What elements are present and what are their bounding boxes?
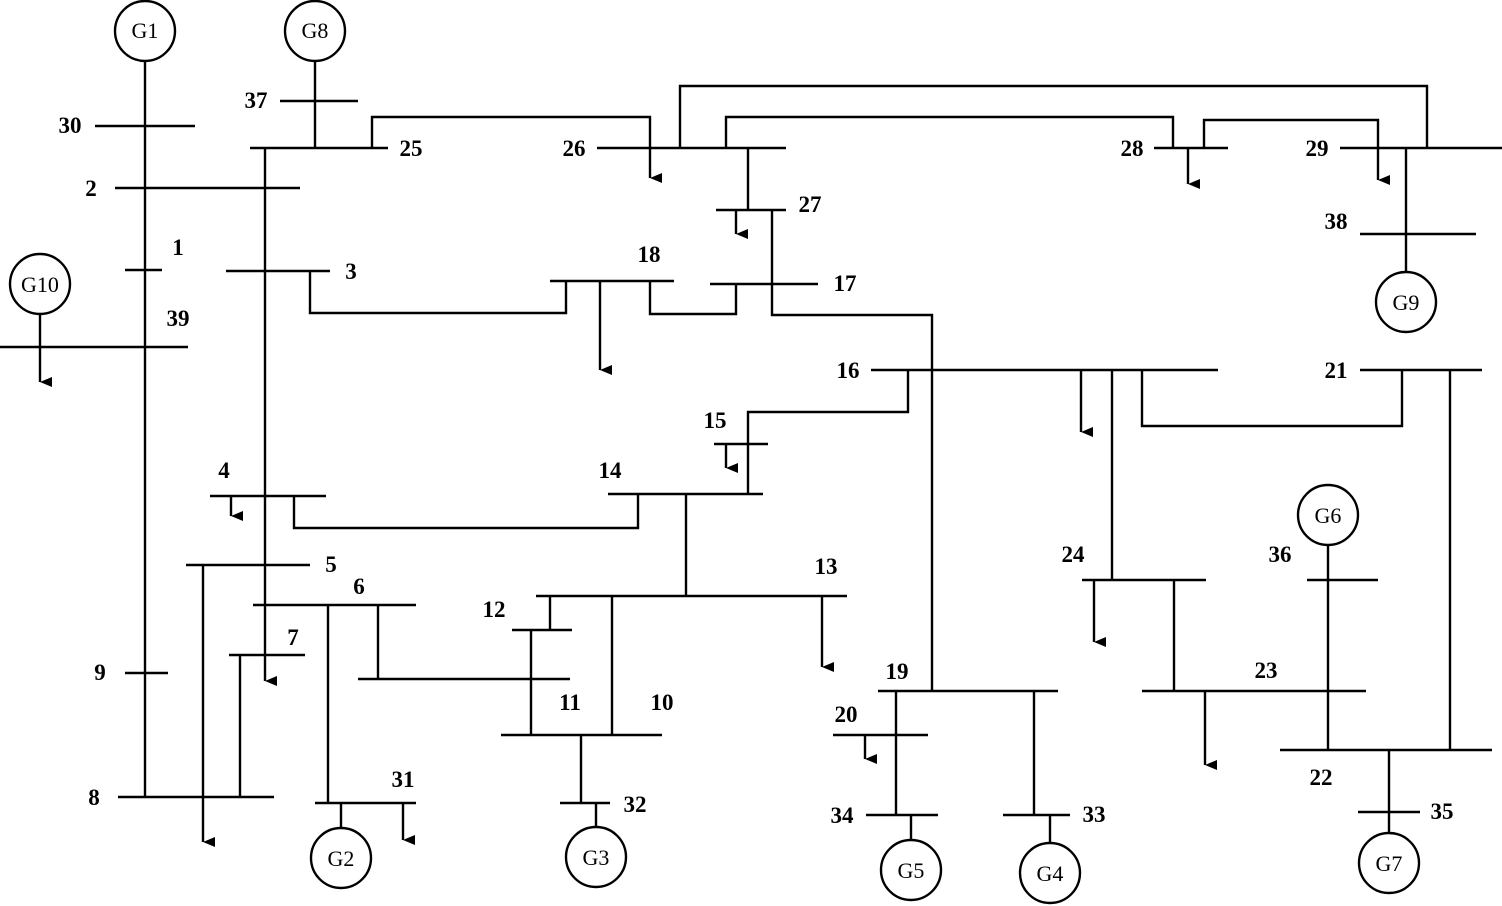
- branch-lines: [38, 61, 1452, 843]
- generator-g4-circle: [1018, 841, 1082, 905]
- bus-label-27: 27: [799, 192, 822, 217]
- bus-label-36: 36: [1269, 542, 1292, 567]
- generator-g7-circle: [1357, 831, 1421, 895]
- bus-label-8: 8: [88, 785, 100, 810]
- load-arrows: [38, 148, 1390, 847]
- bus-label-14: 14: [599, 458, 623, 483]
- generator-g1-label: G1: [132, 18, 159, 43]
- generator-g4-label: G4: [1037, 861, 1064, 886]
- bus-label-2: 2: [85, 176, 97, 201]
- bus-label-28: 28: [1121, 136, 1144, 161]
- bus-label-31: 31: [392, 767, 415, 792]
- bus-label-5: 5: [325, 552, 337, 577]
- generator-g5-label: G5: [898, 858, 925, 883]
- generator-g4: G4: [1018, 841, 1082, 905]
- bus-label-35: 35: [1431, 799, 1454, 824]
- generator-g5: G5: [879, 838, 943, 902]
- bus-label-23: 23: [1255, 658, 1278, 683]
- bus-label-16: 16: [837, 358, 860, 383]
- bus-label-6: 6: [353, 574, 365, 599]
- bus-label-32: 32: [624, 792, 647, 817]
- bus-label-17: 17: [834, 271, 857, 296]
- bus-label-12: 12: [483, 597, 506, 622]
- generator-g1: G1: [113, 0, 177, 63]
- generator-g5-circle: [879, 838, 943, 902]
- bus-label-15: 15: [704, 408, 727, 433]
- generator-g10-label: G10: [21, 272, 59, 297]
- bus-label-20: 20: [835, 702, 858, 727]
- generator-g10-circle: [8, 252, 72, 316]
- bus-label-21: 21: [1325, 358, 1348, 383]
- bus-labels: 1 2 3 4 5 6 7 8 9 10 11 12 13 14 15 16 1…: [59, 88, 1454, 828]
- line-26-to-28: [724, 115, 1175, 148]
- bus-label-37: 37: [245, 88, 268, 113]
- line-27-to-19: [770, 210, 934, 691]
- generator-g9: G9: [1374, 270, 1438, 334]
- generator-g6-label: G6: [1315, 503, 1342, 528]
- generator-g8: G8: [283, 0, 347, 63]
- line-25-to-26: [370, 115, 652, 148]
- generator-g9-circle: [1374, 270, 1438, 334]
- bus-label-30: 30: [59, 113, 82, 138]
- generator-g2-label: G2: [328, 846, 355, 871]
- bus-label-34: 34: [831, 803, 855, 828]
- line-26-to-29: [678, 84, 1429, 148]
- bus-label-3: 3: [345, 259, 357, 284]
- line-17-to-18: [648, 281, 738, 316]
- generator-g8-label: G8: [302, 18, 329, 43]
- generator-g7-label: G7: [1376, 851, 1403, 876]
- bus-label-38: 38: [1325, 209, 1348, 234]
- bus-label-7: 7: [287, 625, 299, 650]
- bus-label-33: 33: [1083, 802, 1106, 827]
- line-16-to-15: [746, 370, 910, 494]
- generator-g10: G10: [8, 252, 72, 316]
- generator-g1-circle: [113, 0, 177, 63]
- generator-g3-circle: [564, 825, 628, 889]
- bus-label-9: 9: [94, 660, 106, 685]
- generator-g7: G7: [1357, 831, 1421, 895]
- bus-label-13: 13: [815, 554, 838, 579]
- bus-label-10: 10: [651, 690, 674, 715]
- bus-label-19: 19: [886, 659, 909, 684]
- line-28-to-29: [1202, 118, 1380, 148]
- generator-g2-circle: [309, 826, 373, 890]
- generator-g9-label: G9: [1393, 290, 1420, 315]
- generator-g3-label: G3: [583, 845, 610, 870]
- generator-g6-circle: [1296, 483, 1360, 547]
- bus-label-39: 39: [167, 306, 190, 331]
- bus-label-25: 25: [400, 136, 423, 161]
- generators: G1 G2 G3 G4 G5 G6 G7 G8: [8, 0, 1438, 905]
- line-16-to-21: [1140, 370, 1404, 428]
- bus-label-11: 11: [559, 690, 581, 715]
- generator-g8-circle: [283, 0, 347, 63]
- bus-label-24: 24: [1062, 542, 1086, 567]
- line-3-to-18: [308, 271, 568, 315]
- bus-label-26: 26: [563, 136, 586, 161]
- bus-label-22: 22: [1310, 765, 1333, 790]
- generator-g3: G3: [564, 825, 628, 889]
- bus-label-18: 18: [638, 242, 661, 267]
- bus-label-1: 1: [172, 235, 184, 260]
- bus-label-4: 4: [218, 458, 230, 483]
- bus-label-29: 29: [1306, 136, 1329, 161]
- generator-g2: G2: [309, 826, 373, 890]
- line-4-to-14: [292, 494, 640, 530]
- generator-g6: G6: [1296, 483, 1360, 547]
